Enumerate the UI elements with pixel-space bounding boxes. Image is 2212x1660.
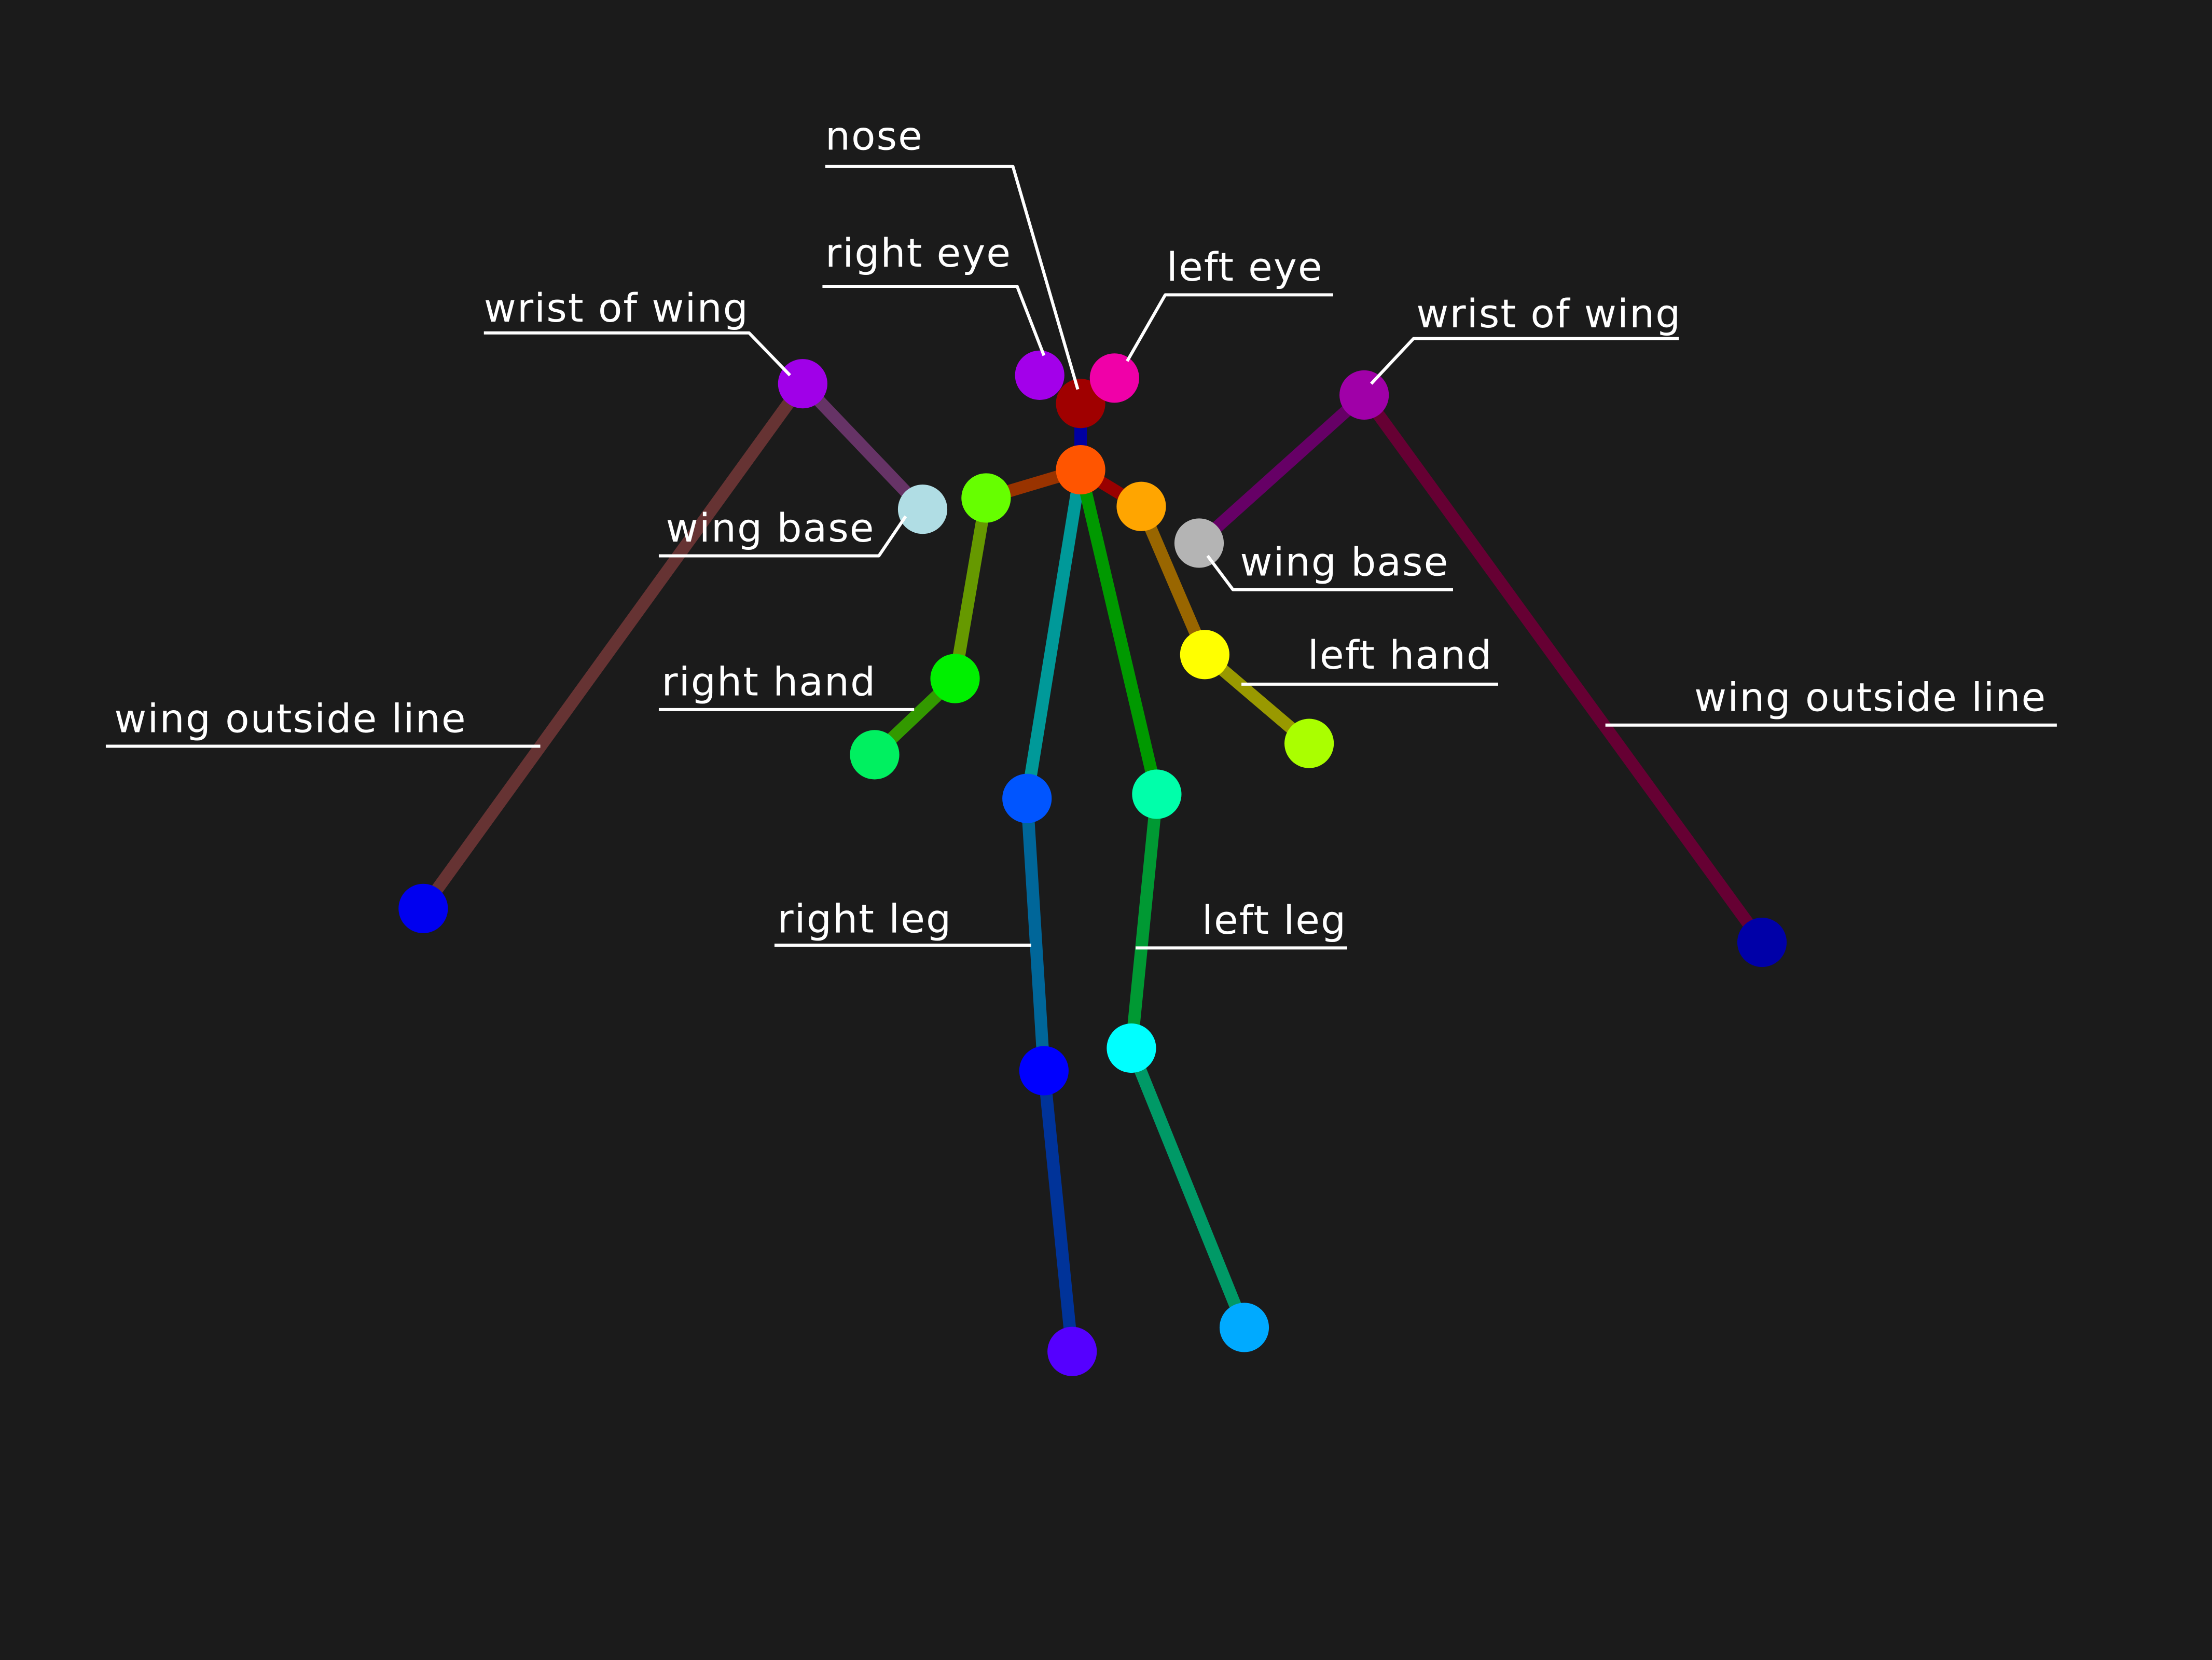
keypoint-left-hip xyxy=(1132,769,1182,819)
label-left-wing-outside: wing outside line xyxy=(1605,674,2057,727)
keypoint-left-wing-tip xyxy=(1737,917,1787,967)
label-left-leg: left leg xyxy=(1136,897,1348,950)
bone-left-shoulder-to-left-elbow xyxy=(1135,500,1211,661)
label-text-right-wing-base: wing base xyxy=(666,505,875,551)
label-text-right-hand: right hand xyxy=(661,659,876,705)
keypoint-right-hand xyxy=(850,730,900,780)
label-left-hand: left hand xyxy=(1241,632,1498,686)
bone-right-wing-base-to-right-wing-wrist xyxy=(796,377,929,516)
label-text-left-wing-base: wing base xyxy=(1240,539,1449,585)
bone-neck-to-left-hip xyxy=(1074,463,1163,801)
leader-line-left-eye xyxy=(1126,293,1333,362)
keypoint-right-shoulder xyxy=(961,473,1011,523)
leader-line-right-wing-base xyxy=(658,515,907,558)
label-text-right-leg: right leg xyxy=(777,896,952,942)
leader-line-nose xyxy=(825,164,1080,390)
label-text-left-hand: left hand xyxy=(1308,632,1492,678)
leader-line-left-wing-wrist xyxy=(1370,337,1679,385)
label-nose: nose xyxy=(825,113,1080,390)
keypoint-right-eye xyxy=(1015,350,1064,400)
leader-line-right-wing-wrist xyxy=(483,331,792,377)
label-right-leg: right leg xyxy=(774,896,1031,947)
keypoint-right-hip xyxy=(1002,773,1052,823)
joints-layer xyxy=(398,350,1787,1376)
label-right-eye: right eye xyxy=(822,230,1046,356)
bone-left-wing-base-to-left-wing-wrist xyxy=(1193,389,1371,549)
keypoint-left-hand xyxy=(1284,718,1334,768)
keypoint-left-shoulder xyxy=(1116,481,1166,531)
label-left-wing-wrist: wrist of wing xyxy=(1370,290,1681,385)
bone-left-knee-to-left-foot xyxy=(1125,1042,1251,1334)
keypoint-right-wing-base xyxy=(897,485,948,534)
keypoint-left-foot xyxy=(1219,1303,1269,1352)
label-text-right-eye: right eye xyxy=(825,230,1012,276)
keypoint-neck xyxy=(1056,445,1105,495)
label-right-wing-outside: wing outside line xyxy=(105,695,541,748)
labels-layer: nose right eye left eye wrist of wing wrist … xyxy=(105,113,2057,950)
bone-left-hip-to-left-knee xyxy=(1125,788,1163,1055)
bone-right-knee-to-right-foot xyxy=(1038,1064,1079,1358)
bone-right-shoulder-to-right-elbow xyxy=(949,491,992,685)
bone-left-wing-wrist-to-left-wing-tip xyxy=(1358,389,1768,949)
keypoint-left-wing-base xyxy=(1174,518,1224,568)
keypoint-right-knee xyxy=(1019,1046,1069,1096)
bone-right-wing-wrist-to-right-wing-tip xyxy=(417,377,809,915)
label-text-left-eye: left eye xyxy=(1167,244,1323,290)
bone-neck-to-right-hip xyxy=(1020,463,1087,805)
label-text-nose: nose xyxy=(825,113,923,159)
bone-right-hip-to-right-knee xyxy=(1020,792,1050,1077)
keypoint-right-foot xyxy=(1047,1326,1097,1376)
leader-line-right-eye xyxy=(822,285,1046,356)
keypoint-left-elbow xyxy=(1180,630,1229,680)
label-left-wing-base: wing base xyxy=(1206,539,1453,591)
leader-line-left-wing-base xyxy=(1206,555,1453,591)
bones-layer xyxy=(417,377,1768,1358)
label-right-hand: right hand xyxy=(658,659,915,711)
keypoint-left-knee xyxy=(1107,1023,1156,1073)
keypoint-right-elbow xyxy=(930,654,980,703)
label-text-left-wing-outside: wing outside line xyxy=(1694,674,2047,721)
keypoint-left-eye xyxy=(1089,353,1139,403)
label-text-right-wing-wrist: wrist of wing xyxy=(484,285,749,331)
label-left-eye: left eye xyxy=(1126,244,1333,362)
label-right-wing-wrist: wrist of wing xyxy=(483,285,792,377)
label-text-right-wing-outside: wing outside line xyxy=(114,695,466,741)
keypoint-left-wing-wrist xyxy=(1339,370,1389,420)
keypoint-right-wing-tip xyxy=(398,883,448,933)
label-text-left-wing-wrist: wrist of wing xyxy=(1416,290,1681,337)
label-text-left-leg: left leg xyxy=(1202,897,1347,943)
keypoint-nose xyxy=(1056,379,1105,428)
keypoint-right-wing-wrist xyxy=(778,359,827,409)
label-right-wing-base: wing base xyxy=(658,505,907,558)
